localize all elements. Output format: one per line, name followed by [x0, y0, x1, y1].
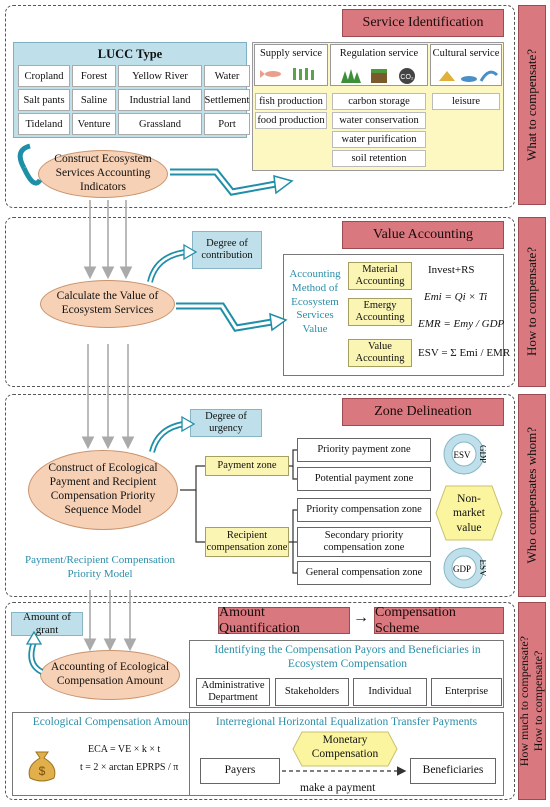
lucc-cell: Port: [204, 113, 250, 135]
service-item: water purification: [332, 131, 426, 148]
service-item: carbon storage: [332, 93, 426, 110]
potential-payment-zone-box: Potential payment zone: [297, 467, 431, 491]
identify-title: Identifying the Compensation Payors and …: [214, 644, 481, 670]
svg-text:$: $: [39, 764, 46, 778]
lucc-cell: Saline: [72, 89, 116, 111]
lucc-cell: Venture: [72, 113, 116, 135]
esv-gdp-circle-top: ESV GDP: [443, 433, 486, 475]
transfer-title: Interregional Horizontal Equalization Tr…: [215, 716, 478, 728]
section-who-compensates: [5, 394, 515, 597]
gdp-label-top: GDP: [478, 445, 486, 463]
recipient-zone-box: Recipient compensation zone: [205, 527, 289, 557]
degree-urgency-box: Degree of urgency: [190, 409, 262, 437]
lucc-cell: Tideland: [18, 113, 70, 135]
eca-formula-1: ECA = VE × k × t: [88, 744, 161, 755]
monetary-hexagon: [292, 731, 398, 767]
header-zone-delineation: Zone Delineation: [342, 398, 504, 426]
lucc-title: LUCC Type: [97, 47, 163, 61]
lucc-cell: Grassland: [118, 113, 202, 135]
non-market-hexagon: [435, 485, 503, 541]
esv-label-top: ESV: [453, 450, 471, 460]
service-item: fish production: [255, 93, 327, 110]
lucc-cell: Industrial land: [118, 89, 202, 111]
formula-esv: ESV = Σ Emi / EMR: [418, 347, 511, 359]
service-item: soil retention: [332, 150, 426, 167]
leisure-icon: [439, 70, 499, 82]
payers-box: Payers: [200, 758, 280, 784]
money-bag-icon: $: [28, 751, 56, 782]
cultural-service-title: Cultural service: [432, 48, 500, 59]
esv-gdp-circle-bottom: GDP ESV: [443, 547, 486, 589]
calculate-value-node: Calculate the Value of Ecosystem Service…: [40, 280, 175, 328]
fish-crop-icon: [260, 68, 314, 80]
regulation-service-box: Regulation service CO₂: [330, 44, 428, 86]
party-stakeholders: Stakeholders: [275, 678, 349, 706]
formula-emi: Emi = Qi × Ti: [424, 291, 488, 303]
side-label-how: How to compensate?: [518, 217, 546, 387]
header-value-accounting: Value Accounting: [342, 221, 504, 249]
header-service-identification: Service Identification: [342, 9, 504, 37]
service-item: water conservation: [332, 112, 426, 129]
cultural-service-box: Cultural service: [430, 44, 502, 86]
gdp-label-bottom: GDP: [453, 564, 471, 574]
value-accounting-box: Value Accounting: [348, 339, 412, 367]
secondary-compensation-zone-box: Secondary priority compensation zone: [297, 527, 431, 557]
esv-label-bottom: ESV: [478, 559, 486, 577]
payment-zone-box: Payment zone: [205, 456, 289, 476]
section-how-much: [5, 602, 515, 800]
accounting-method-label: Accounting Method of Ecosystem Services …: [289, 268, 341, 335]
priority-model-caption: Payment/Recipient Compensation Priority …: [24, 554, 175, 581]
lucc-cell: Cropland: [18, 65, 70, 87]
section-what-to-compensate: [5, 5, 515, 208]
formula-invest-rs: Invest+RS: [428, 264, 475, 276]
eca-title: Ecological Compensation Amount: [32, 716, 192, 728]
supply-service-title: Supply service: [259, 48, 323, 59]
eca-formula-2: t = 2 × arctan EPRPS / π: [80, 762, 179, 773]
priority-compensation-zone-box: Priority compensation zone: [297, 498, 431, 522]
lucc-cell: Salt pants: [18, 89, 70, 111]
side-label-how-much: How much to compensate?How to compensate…: [517, 602, 546, 800]
lucc-cell: Yellow River: [118, 65, 202, 87]
non-market-label: Non-market value: [453, 493, 485, 534]
make-payment-label: make a payment: [300, 782, 376, 794]
priority-model-node: Construct of Ecological Payment and Reci…: [28, 450, 178, 530]
material-accounting-box: Material Accounting: [348, 262, 412, 290]
section-how-to-compensate: [5, 217, 515, 387]
lucc-cell: Forest: [72, 65, 116, 87]
beneficiaries-box: Beneficiaries: [410, 758, 496, 784]
service-item: leisure: [432, 93, 500, 110]
lucc-cell: Water: [204, 65, 250, 87]
party-enterprise: Enterprise: [431, 678, 502, 706]
co2-glyph: CO₂: [400, 74, 414, 81]
header-amount-quantification: Amount Quantification: [218, 605, 350, 636]
formula-emr: EMR = Emy / GDP: [418, 318, 505, 330]
priority-payment-zone-box: Priority payment zone: [297, 438, 431, 462]
emergy-accounting-box: Emergy Accounting: [348, 298, 412, 326]
lucc-cell: Settlement: [204, 89, 250, 111]
side-label-what: What to compensate?: [518, 5, 546, 205]
degree-contribution-box: Degree of contribution: [192, 231, 262, 269]
service-item: food production: [255, 112, 327, 129]
construct-indicators-node: Construct Ecosystem Services Accounting …: [38, 150, 168, 198]
general-compensation-zone-box: General compensation zone: [297, 561, 431, 585]
forest-soil-co2-icon: CO₂: [341, 68, 415, 84]
header-compensation-scheme: Compensation Scheme: [374, 605, 504, 636]
party-administrative: Administrative Department: [196, 678, 270, 706]
supply-service-box: Supply service: [254, 44, 328, 86]
header-arrow: →: [353, 609, 369, 626]
party-individual: Individual: [353, 678, 427, 706]
amount-grant-box: Amount of grant: [11, 611, 83, 636]
regulation-service-title: Regulation service: [339, 48, 419, 59]
monetary-label: Monetary Compensation: [311, 734, 379, 760]
side-label-who: Who compensates whom?: [518, 394, 546, 597]
accounting-amount-node: Accounting of Ecological Compensation Am…: [40, 650, 180, 700]
